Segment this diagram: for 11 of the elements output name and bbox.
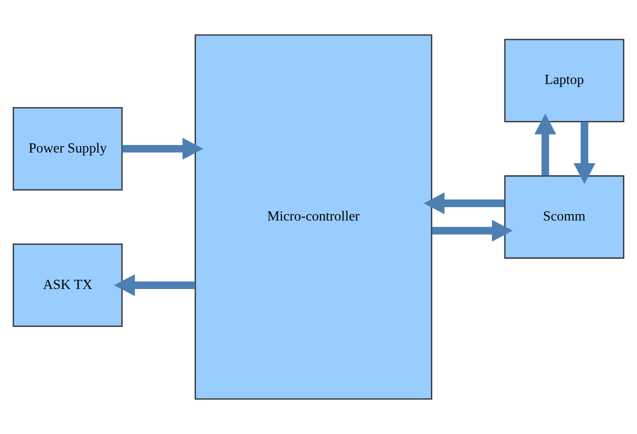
node-box: Scomm bbox=[504, 175, 624, 259]
arrow bbox=[534, 114, 556, 176]
node-box: Power Supply bbox=[12, 107, 123, 190]
arrow bbox=[122, 138, 204, 160]
arrow bbox=[574, 122, 596, 184]
arrow bbox=[424, 192, 505, 214]
node-box: Micro-controller bbox=[194, 34, 432, 400]
arrow bbox=[432, 220, 513, 242]
arrow bbox=[114, 274, 196, 296]
node-box: Laptop bbox=[504, 38, 624, 122]
node-box: ASK TX bbox=[12, 244, 123, 327]
